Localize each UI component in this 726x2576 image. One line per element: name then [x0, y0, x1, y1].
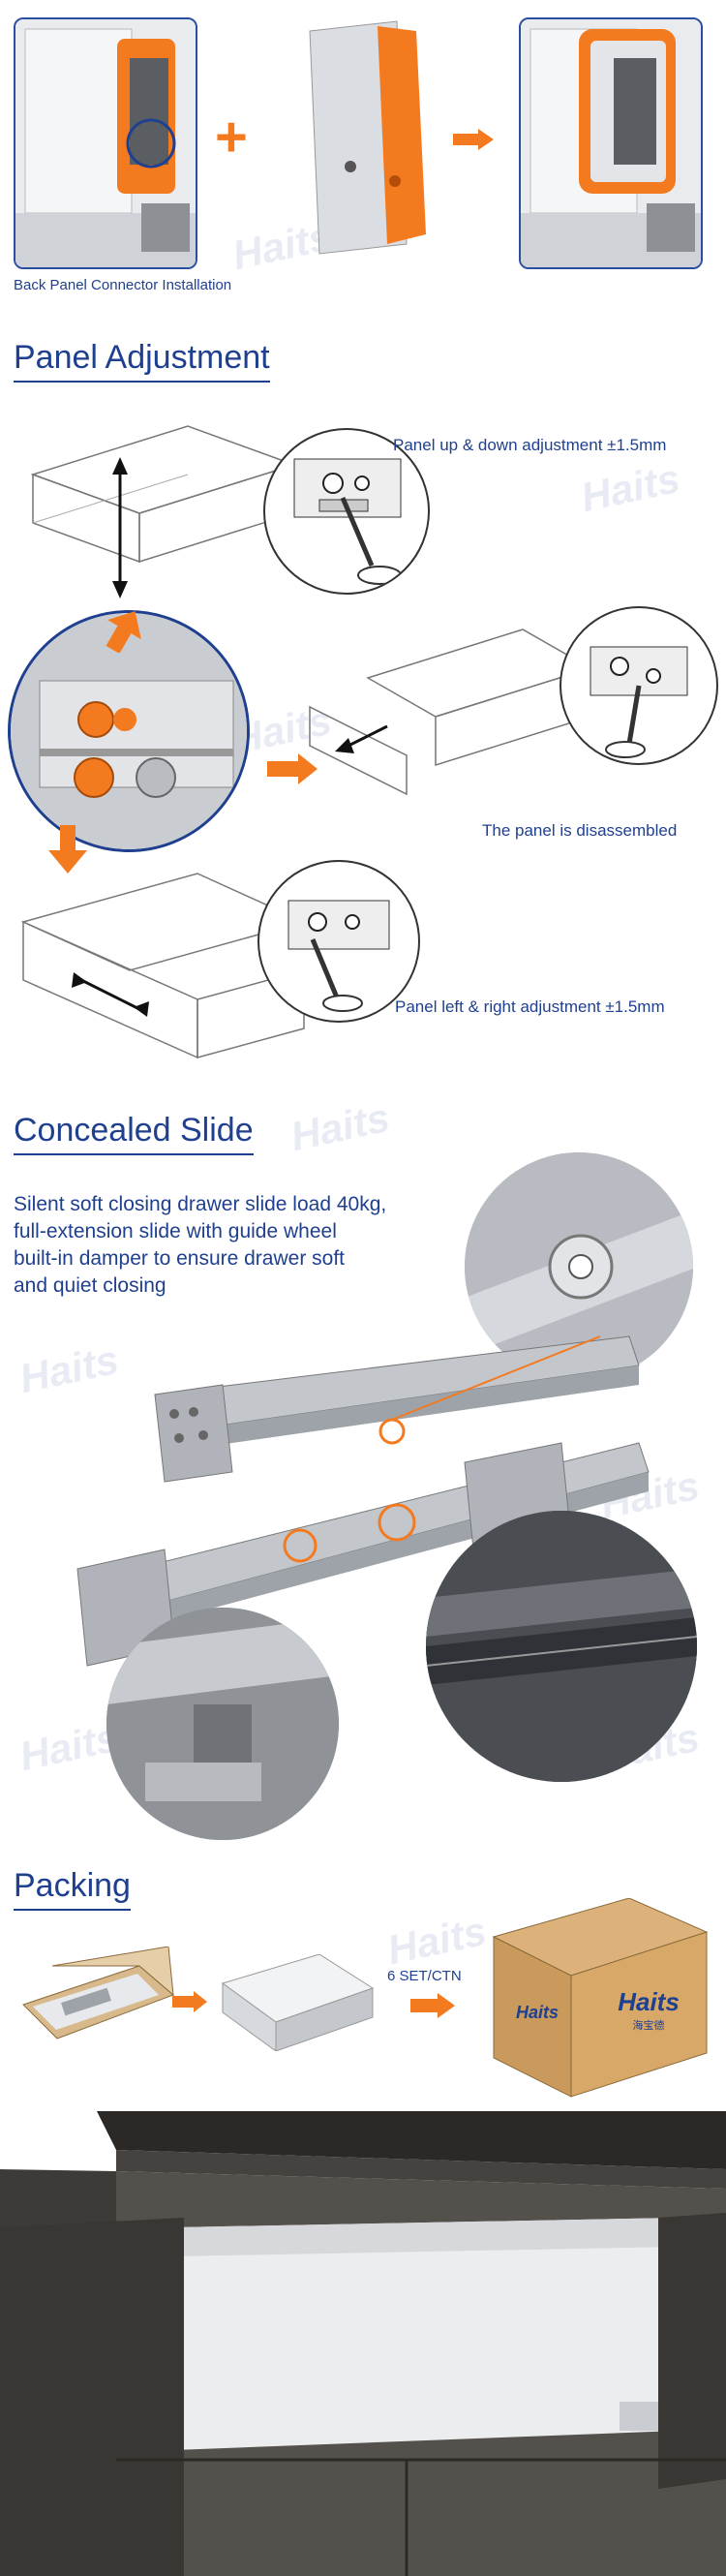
watermark: Haits	[383, 1907, 491, 1974]
ctn-label: 6 SET/CTN	[387, 1968, 462, 1984]
slide-description: Silent soft closing drawer slide load 40…	[14, 1191, 459, 1300]
connector-photo-before	[14, 17, 197, 269]
slide-description-line: built-in damper to ensure drawer soft	[14, 1247, 345, 1270]
connector-photo-after	[519, 17, 703, 269]
packing-title-text: Packing	[14, 1867, 131, 1904]
slide-description-line: full-extension slide with guide wheel	[14, 1220, 337, 1242]
arrow-right-icon	[172, 1991, 207, 2012]
zoom-circle-disassembled	[560, 606, 718, 765]
carton-logo-sub: 海宝德	[632, 2020, 665, 2032]
slide-description-line: Silent soft closing drawer slide load 40…	[14, 1193, 387, 1215]
arrow-up-icon	[105, 608, 143, 653]
slide-illustration	[58, 1327, 697, 1695]
drawer-illustration-updown	[14, 407, 304, 600]
arrow-down-icon	[48, 825, 87, 874]
arrow-right-icon	[267, 753, 318, 784]
zoom-circle-updown	[263, 428, 430, 595]
plus-sign: +	[215, 106, 248, 169]
carton-logo-front: Haits 海宝德	[600, 1987, 697, 2033]
label-disassembled: The panel is disassembled	[482, 821, 678, 840]
carton-box-image	[484, 1898, 712, 2101]
panel-adjustment-title: Panel Adjustment	[14, 339, 270, 383]
open-package-image	[14, 1947, 178, 2063]
connector-caption: Back Panel Connector Installation	[14, 277, 232, 293]
watermark: Haits	[577, 454, 684, 521]
title-underline	[14, 1909, 131, 1911]
label-updown: Panel up & down adjustment ±1.5mm	[393, 436, 667, 454]
title-underline	[14, 381, 270, 383]
drawer-illustration-disassembled	[300, 600, 590, 823]
panel-adjustment-title-text: Panel Adjustment	[14, 339, 270, 376]
concealed-slide-title-text: Concealed Slide	[14, 1112, 254, 1149]
slide-description-line: and quiet closing	[14, 1274, 166, 1297]
zoom-circle-guide-wheel	[465, 1152, 693, 1381]
label-leftright: Panel left & right adjustment ±1.5mm	[395, 997, 665, 1016]
arrow-right-icon	[410, 1993, 455, 2018]
title-underline	[14, 1153, 254, 1155]
zoom-circle-leftright	[257, 860, 420, 1023]
packing-title: Packing	[14, 1867, 131, 1911]
boxed-product-image	[213, 1954, 378, 2051]
zoom-circle-panel-detail	[8, 610, 250, 852]
watermark: Haits	[287, 1093, 394, 1160]
zoom-circle-rail	[106, 1608, 339, 1840]
arrow-right-icon	[453, 129, 494, 150]
concealed-slide-title: Concealed Slide	[14, 1112, 254, 1155]
cabinet-drawer-photo	[0, 2111, 726, 2576]
zoom-circle-damper	[426, 1511, 697, 1782]
connector-part	[290, 12, 436, 261]
carton-logo: Haits	[503, 2003, 571, 2023]
carton-logo-front-text: Haits	[618, 1987, 680, 2016]
carton-logo-text: Haits	[515, 2003, 559, 2022]
